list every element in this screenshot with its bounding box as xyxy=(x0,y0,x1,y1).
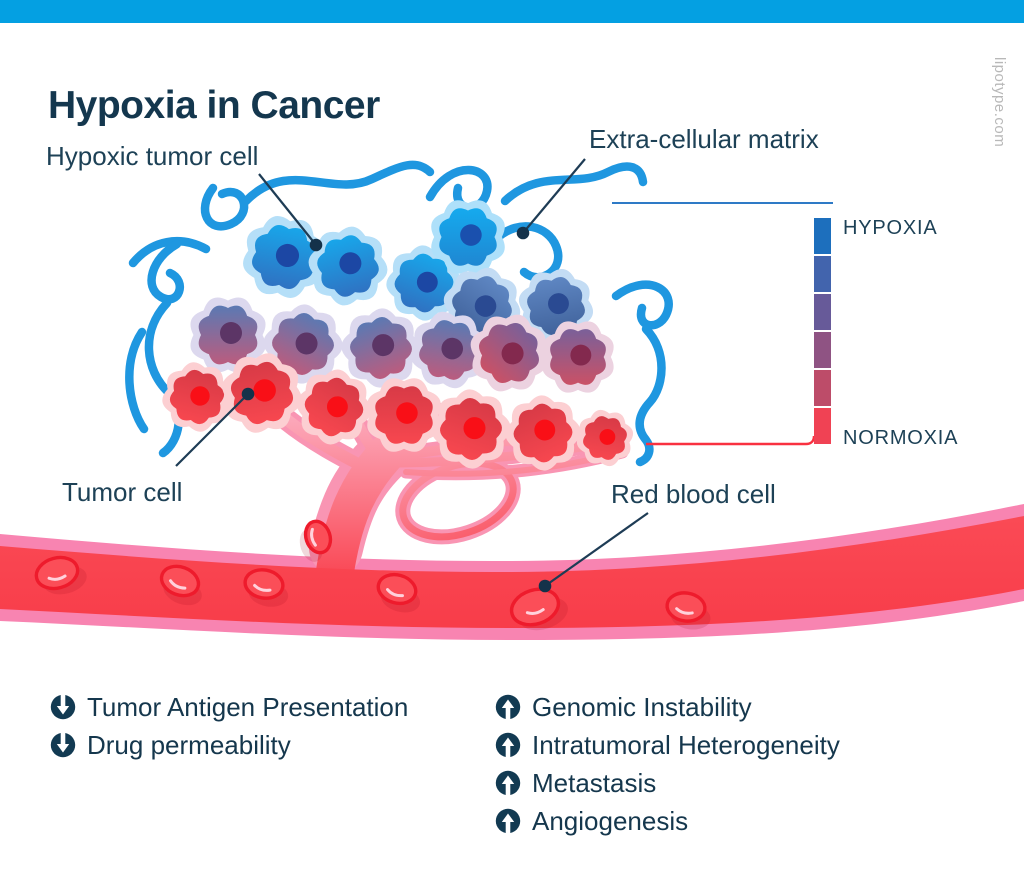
leader-extracellular-matrix xyxy=(522,158,586,234)
label-extracellular-matrix: Extra-cellular matrix xyxy=(589,124,819,154)
tumor-cell-cluster xyxy=(162,200,634,471)
arrow-up-circle-icon xyxy=(495,694,521,720)
legend-color-segment xyxy=(814,408,831,444)
effect-label: Tumor Antigen Presentation xyxy=(87,691,409,722)
arrow-up-circle-icon xyxy=(495,732,521,758)
hypoxic-tumor-cell xyxy=(243,216,325,298)
blood-vessel-lumen xyxy=(0,516,1024,628)
label-tumor-cell: Tumor cell xyxy=(62,477,183,507)
red-blood-cell xyxy=(665,591,711,630)
legend-label-normoxia: NORMOXIA xyxy=(843,427,959,449)
transition-tumor-cell xyxy=(263,304,343,384)
red-blood-cell xyxy=(376,572,421,613)
tumor-cell xyxy=(505,395,581,471)
watermark: lipotype.com xyxy=(991,57,1008,148)
red-blood-cell xyxy=(243,568,289,607)
page-title: Hypoxia in Cancer xyxy=(48,84,380,128)
list-item: Angiogenesis xyxy=(495,802,840,840)
legend-gradient-bar xyxy=(814,218,831,446)
transition-tumor-cell xyxy=(190,297,266,373)
transition-tumor-cell xyxy=(542,321,614,393)
leader-red-blood-cell xyxy=(544,512,649,587)
red-blood-cells xyxy=(34,519,711,631)
top-accent-bar xyxy=(0,0,1024,23)
red-blood-cell xyxy=(509,587,568,631)
effect-label: Metastasis xyxy=(532,767,657,798)
tumor-cell xyxy=(367,378,441,452)
tumor-cell xyxy=(431,389,511,469)
arrow-down-circle-icon xyxy=(50,732,76,758)
legend-color-segment xyxy=(814,370,831,406)
transition-tumor-cell xyxy=(470,314,548,392)
hypoxic-tumor-cell xyxy=(386,245,462,321)
hypoxic-tumor-cell xyxy=(308,226,388,306)
leader-tumor-cell xyxy=(175,393,249,467)
legend-color-segment xyxy=(814,256,831,292)
legend-color-segment xyxy=(814,332,831,368)
label-hypoxic-tumor-cell: Hypoxic tumor cell xyxy=(46,141,259,171)
increased-effects-list: Genomic Instability Intratumoral Heterog… xyxy=(495,688,840,840)
tumor-cell xyxy=(576,409,634,467)
arrow-down-circle-icon xyxy=(50,694,76,720)
label-red-blood-cell: Red blood cell xyxy=(611,479,776,509)
transition-tumor-cell xyxy=(341,308,421,388)
red-blood-cell xyxy=(159,564,202,606)
list-item: Drug permeability xyxy=(50,726,408,764)
tumor-cell xyxy=(222,353,302,433)
list-item: Metastasis xyxy=(495,764,840,802)
leader-lines xyxy=(175,158,649,587)
normoxia-reference-line xyxy=(646,435,816,446)
transition-tumor-cell xyxy=(410,311,488,389)
effect-label: Intratumoral Heterogeneity xyxy=(532,729,840,760)
list-item: Intratumoral Heterogeneity xyxy=(495,726,840,764)
decreased-effects-list: Tumor Antigen Presentation Drug permeabi… xyxy=(50,688,408,764)
legend-label-hypoxia: HYPOXIA xyxy=(843,217,938,239)
list-item: Tumor Antigen Presentation xyxy=(50,688,408,726)
red-blood-cell xyxy=(34,555,87,595)
effect-label: Angiogenesis xyxy=(532,805,689,836)
leader-dots xyxy=(241,226,552,593)
effect-label: Genomic Instability xyxy=(532,691,752,722)
red-blood-cell xyxy=(299,519,333,562)
arrow-up-circle-icon xyxy=(495,770,521,796)
legend-color-segment xyxy=(814,218,831,254)
arrow-up-circle-icon xyxy=(495,808,521,834)
legend-color-segment xyxy=(814,294,831,330)
leader-hypoxic-tumor-cell xyxy=(258,173,317,246)
tumor-cell xyxy=(162,362,232,432)
hypoxic-tumor-cell xyxy=(431,200,505,274)
tumor-cell xyxy=(296,369,372,445)
effect-label: Drug permeability xyxy=(87,729,291,760)
list-item: Genomic Instability xyxy=(495,688,840,726)
